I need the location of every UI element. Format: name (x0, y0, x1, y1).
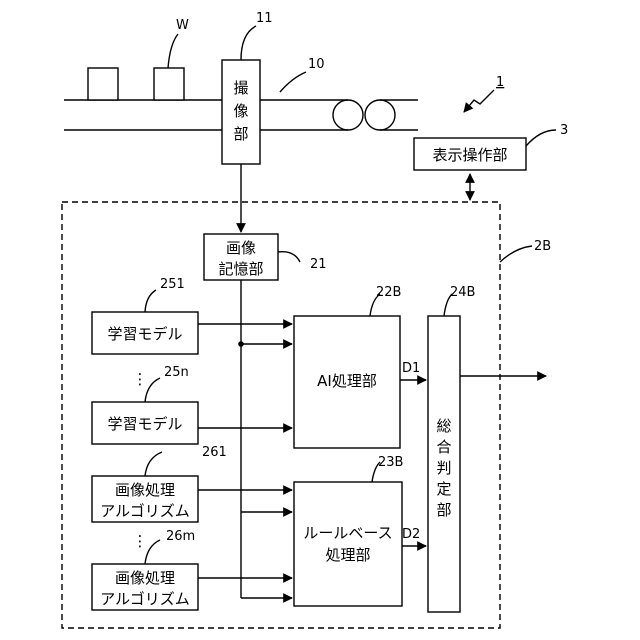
system-ref-label: 1 (464, 75, 504, 112)
svg-text:部: 部 (436, 501, 451, 519)
model-n-ref-label: 25n (145, 365, 189, 402)
model-1-ref-label: 251 (145, 277, 185, 312)
rule-ref-label: 23B (372, 455, 403, 482)
workpiece-ref-label: W (168, 18, 189, 68)
workpiece-2 (154, 68, 184, 100)
svg-text:W: W (176, 18, 189, 33)
svg-text:アルゴリズム: アルゴリズム (100, 502, 190, 520)
svg-text:処理部: 処理部 (325, 546, 370, 564)
svg-text:10: 10 (308, 57, 325, 72)
svg-text:2B: 2B (534, 239, 551, 254)
ai-ref-label: 22B (370, 285, 401, 316)
camera-unit-label: 撮 像 部 (233, 79, 248, 143)
svg-text:画像処理: 画像処理 (115, 569, 175, 587)
svg-text:画像処理: 画像処理 (115, 481, 175, 499)
judgment-ref-label: 24B (444, 285, 475, 316)
svg-text:判: 判 (436, 459, 451, 477)
conveyor-ref-label: 10 (280, 57, 325, 92)
svg-text:1: 1 (496, 75, 504, 90)
learning-model-n-label: 学習モデル (107, 415, 182, 433)
processor-ref-label: 2B (500, 239, 551, 262)
svg-text:26m: 26m (166, 529, 195, 544)
svg-text:部: 部 (233, 125, 248, 143)
svg-text:21: 21 (310, 257, 327, 272)
svg-text:23B: 23B (378, 455, 403, 470)
svg-text:撮: 撮 (233, 79, 248, 97)
algorithm-m-ref-label: 26m (145, 529, 195, 564)
d1-label: D1 (402, 361, 420, 376)
svg-text:記憶部: 記憶部 (218, 260, 263, 278)
svg-text:合: 合 (436, 438, 451, 456)
svg-text:定: 定 (436, 480, 451, 498)
workpiece-1 (88, 68, 118, 100)
svg-text:261: 261 (202, 445, 227, 460)
ai-processing-unit-label: AI処理部 (317, 372, 377, 390)
svg-text:11: 11 (256, 11, 273, 26)
svg-text:24B: 24B (450, 285, 475, 300)
algorithm-ellipsis: ⋮ (133, 532, 148, 550)
rule-based-unit-box (294, 482, 402, 606)
learning-model-1-label: 学習モデル (107, 325, 182, 343)
svg-text:アルゴリズム: アルゴリズム (100, 590, 190, 608)
algorithm-1-ref-label: 261 (145, 445, 227, 476)
svg-text:画像: 画像 (226, 239, 256, 257)
overall-judgment-unit-label: 総 合 判 定 部 (436, 417, 451, 519)
svg-text:像: 像 (233, 102, 248, 120)
svg-text:25n: 25n (164, 365, 189, 380)
display-operation-unit-label: 表示操作部 (432, 146, 507, 164)
svg-text:総: 総 (436, 417, 451, 435)
camera-ref-label: 11 (241, 11, 273, 60)
svg-text:ルールベース: ルールベース (303, 524, 392, 542)
model-ellipsis: ⋮ (133, 370, 148, 388)
d2-label: D2 (402, 527, 420, 542)
image-store-ref-label: 21 (278, 252, 327, 272)
svg-text:3: 3 (560, 123, 568, 138)
svg-text:22B: 22B (376, 285, 401, 300)
display-ref-label: 3 (526, 123, 568, 146)
svg-text:251: 251 (160, 277, 185, 292)
